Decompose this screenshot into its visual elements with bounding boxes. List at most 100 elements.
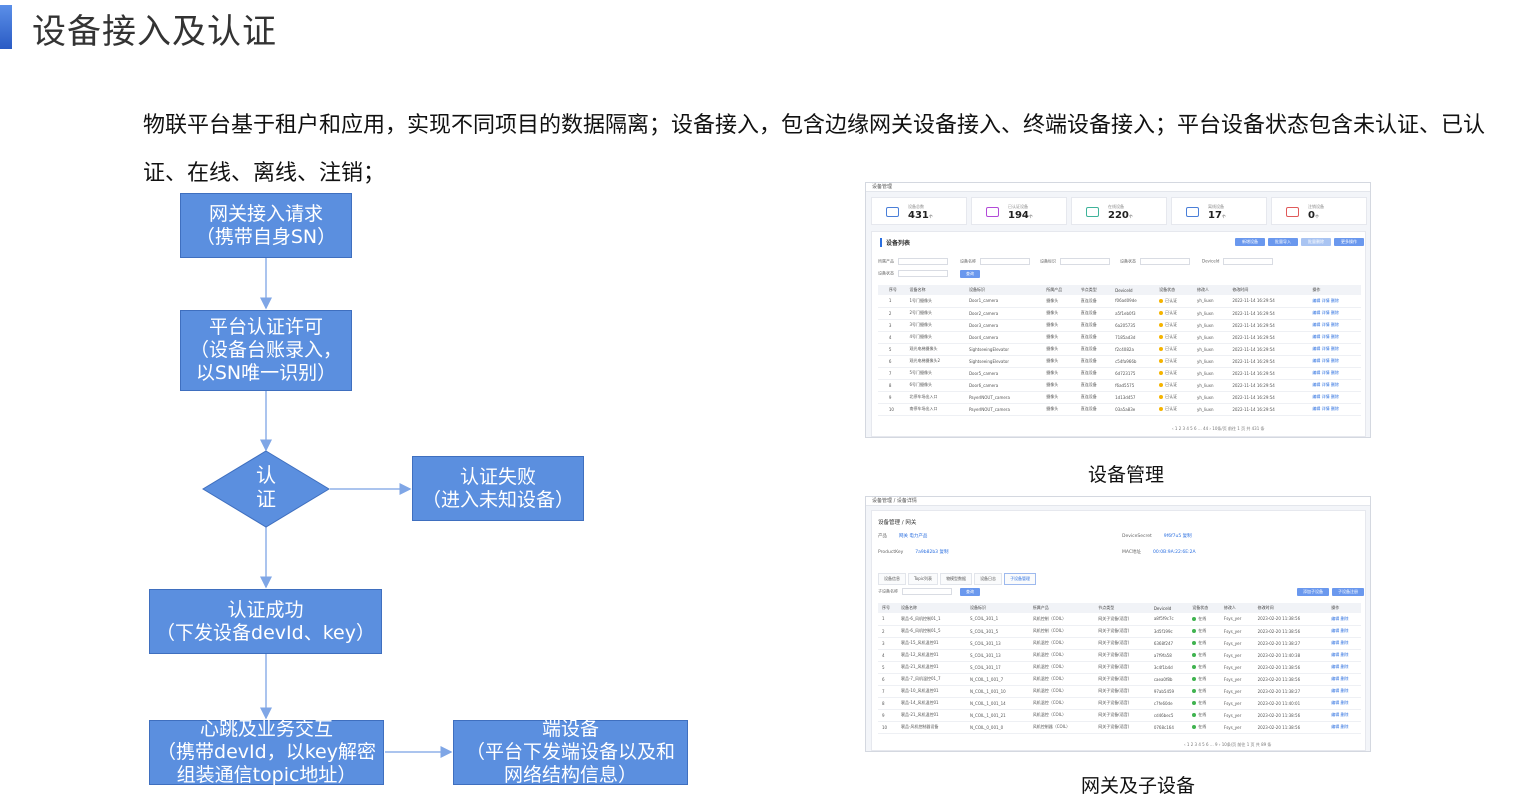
table-cell[interactable]: 编辑 删除 [1327, 709, 1361, 722]
table-cell[interactable]: 编辑 删除 [1327, 649, 1361, 662]
status-dot [1159, 323, 1164, 327]
column-header: 序号 [878, 603, 897, 613]
table-cell[interactable]: 编辑 删除 [1327, 673, 1361, 686]
table-cell[interactable]: 编辑 删除 [1327, 721, 1361, 734]
more-actions-button[interactable]: 更多操作 [1334, 238, 1364, 246]
table-cell[interactable]: 编辑 详情 删除 [1308, 391, 1361, 404]
table-cell: 5 [884, 343, 906, 356]
filter-name[interactable]: 设备名称 [960, 258, 1030, 265]
table-cell[interactable]: 编辑 详情 删除 [1308, 355, 1361, 368]
column-header: 操作 [1308, 285, 1361, 295]
table-cell: 6 [884, 355, 906, 368]
table-cell[interactable]: 编辑 删除 [1327, 661, 1361, 674]
filter-deviceid[interactable]: DeviceId [1202, 258, 1274, 265]
stat-label: 在线设备 [1108, 204, 1124, 209]
filter-device-status[interactable]: 设备状态 [878, 270, 948, 277]
caption-device-management: 设备管理 [1088, 464, 1165, 486]
filter-product[interactable]: 所属产品 [878, 258, 948, 265]
tab-subdevices[interactable]: 子设备管理 [1004, 573, 1037, 585]
tab-topic[interactable]: Topic列表 [908, 573, 939, 585]
table-cell: 直连设备 [1076, 295, 1112, 308]
search-button[interactable]: 查询 [960, 588, 980, 596]
table-cell: a7f9fa58 [1149, 649, 1189, 662]
table-cell: Fsys_yer [1219, 613, 1254, 626]
batch-delete-button[interactable]: 批量删除 [1301, 238, 1331, 246]
status-dot [1159, 335, 1164, 339]
table-cell[interactable]: 编辑 详情 删除 [1308, 331, 1361, 344]
pagination[interactable]: ‹ 1 2 3 4 5 6 … 9 › 10条/页 前往 1 页 共 89 条 [1184, 742, 1272, 747]
table-cell: 摄像头 [1042, 343, 1077, 356]
table-cell[interactable]: 编辑 详情 删除 [1308, 319, 1361, 332]
table-cell: 在线 [1188, 721, 1220, 734]
table-cell: 2022-11-14 16:29:54 [1228, 307, 1309, 320]
pagination[interactable]: ‹ 1 2 3 4 5 6 … 44 › 10条/页 前往 1 页 共 431 … [1172, 426, 1265, 431]
add-subdevice-button[interactable]: 添加子设备 [1297, 588, 1329, 596]
table-cell[interactable]: 编辑 删除 [1327, 637, 1361, 650]
table-cell: S_COIL_301_17 [966, 661, 1029, 674]
table-cell: 直连设备 [1076, 355, 1112, 368]
table-cell[interactable]: 编辑 删除 [1327, 697, 1361, 710]
table-cell: 2022-11-14 16:29:54 [1228, 355, 1309, 368]
table-cell: 在线 [1188, 637, 1220, 650]
table-cell: 已认证 [1155, 379, 1193, 392]
table-cell[interactable]: 编辑 详情 删除 [1308, 403, 1361, 416]
table-cell: yh_liuxn [1192, 319, 1229, 332]
table-cell: 在线 [1188, 709, 1220, 722]
column-header: 所属产品 [1042, 285, 1077, 295]
table-cell[interactable]: 编辑 删除 [1327, 613, 1361, 626]
table-cell: yh_liuxn [1192, 295, 1229, 308]
filter-status[interactable]: 设备状态 [1120, 258, 1190, 265]
table-cell: Fsys_yer [1219, 661, 1254, 674]
table-cell[interactable]: 编辑 删除 [1327, 625, 1361, 638]
table-cell: yh_liuxn [1192, 379, 1229, 392]
table-cell: 6号门摄像头 [905, 379, 965, 392]
register-subdevice-button[interactable]: 子设备注册 [1332, 588, 1364, 596]
tab-model-data[interactable]: 物模型数据 [940, 573, 973, 585]
tab-logs[interactable]: 设备日志 [974, 573, 1003, 585]
table-cell: Door5_camera [964, 367, 1043, 380]
tab-device-info[interactable]: 设备信息 [878, 573, 906, 585]
status-dot [1192, 677, 1197, 681]
table-cell[interactable]: 编辑 详情 删除 [1308, 367, 1361, 380]
table-cell: PayerINOUT_camera [964, 391, 1043, 404]
table-cell[interactable]: 编辑 详情 删除 [1308, 343, 1361, 356]
table-cell[interactable]: 编辑 详情 删除 [1308, 307, 1361, 320]
filter-subdevice-name[interactable]: 子设备名称 [878, 588, 952, 595]
table-cell[interactable]: 编辑 详情 删除 [1308, 379, 1361, 392]
filter-identifier[interactable]: 设备标识 [1040, 258, 1110, 265]
table-cell: 裹品-10_风机温控01 [896, 685, 967, 698]
device-icon [1086, 207, 1099, 217]
table-cell[interactable]: 编辑 详情 删除 [1308, 295, 1361, 308]
table-cell: Fsys_yer [1219, 637, 1254, 650]
batch-import-button[interactable]: 批量导入 [1268, 238, 1298, 246]
search-button[interactable]: 查询 [960, 270, 980, 278]
status-dot [1159, 311, 1164, 315]
add-device-button[interactable]: 新增设备 [1235, 238, 1265, 246]
table-cell: 1 [884, 295, 906, 308]
table-cell[interactable]: 编辑 删除 [1327, 685, 1361, 698]
